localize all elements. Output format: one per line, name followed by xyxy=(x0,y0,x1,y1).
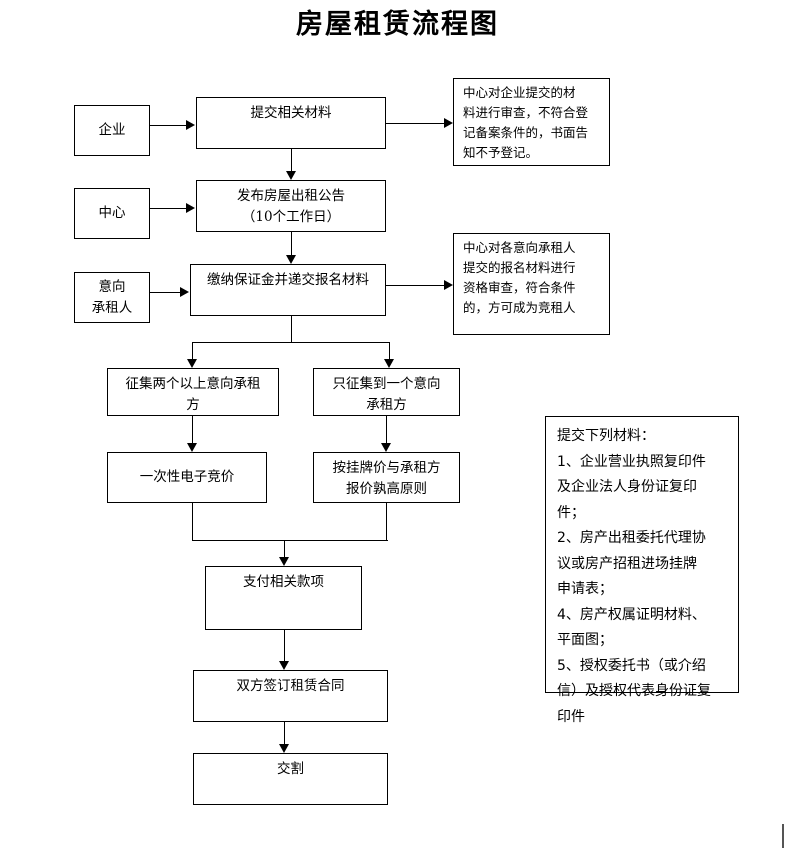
process-box-pay-deposit[interactable]: 缴纳保证金并递交报名材料 xyxy=(190,264,386,316)
connector-branch-single-to-rule xyxy=(386,416,387,443)
process-box-electronic-bidding[interactable]: 一次性电子竞价 xyxy=(107,452,267,503)
arrow-bus-to-branch-single-icon xyxy=(384,359,394,368)
note-box-qualification: 中心对各意向承租人 提交的报名材料进行 资格审查，符合条件 的，方可成为竞租人 xyxy=(453,233,610,335)
process-box-pay-amounts[interactable]: 支付相关款项 xyxy=(205,566,362,630)
arrow-submit-to-review-note-icon xyxy=(444,118,453,128)
connector-contract-to-handover xyxy=(284,722,285,744)
arrow-branch-single-to-rule-icon xyxy=(381,443,391,452)
connector-rule-to-merge xyxy=(386,503,387,540)
arrow-lessee-to-deposit-icon xyxy=(180,287,189,297)
arrow-publish-to-deposit-icon xyxy=(286,255,296,264)
connector-deposit-to-branch-bus xyxy=(291,316,292,342)
arrow-enterprise-to-submit-icon xyxy=(186,120,195,130)
connector-branch-bus xyxy=(192,342,390,343)
connector-pay-to-contract xyxy=(284,630,285,661)
connector-bus-to-branch-multi xyxy=(192,342,193,359)
arrow-contract-to-handover-icon xyxy=(279,744,289,753)
actor-box-enterprise[interactable]: 企业 xyxy=(74,105,150,156)
process-box-sign-contract[interactable]: 双方签订租赁合同 xyxy=(193,670,388,722)
arrow-center-to-publish-icon xyxy=(186,203,195,213)
process-box-branch-multi[interactable]: 征集两个以上意向承租 方 xyxy=(107,368,279,416)
process-box-submit-materials[interactable]: 提交相关材料 xyxy=(196,97,386,149)
process-box-handover[interactable]: 交割 xyxy=(193,753,388,805)
connector-lessee-to-deposit xyxy=(150,292,180,293)
process-box-branch-single[interactable]: 只征集到一个意向 承租方 xyxy=(313,368,460,416)
arrow-pay-to-contract-icon xyxy=(279,661,289,670)
arrow-branch-multi-to-bidding-icon xyxy=(187,443,197,452)
arrow-merge-to-pay-icon xyxy=(279,557,289,566)
arrow-submit-to-publish-icon xyxy=(286,171,296,180)
connector-submit-to-review-note xyxy=(386,123,444,124)
connector-deposit-to-qualification-note xyxy=(386,285,444,286)
process-box-publish-notice[interactable]: 发布房屋出租公告 （10个工作日） xyxy=(196,180,386,232)
text-cursor-caret xyxy=(782,824,784,848)
actor-box-intended-lessee[interactable]: 意向 承租人 xyxy=(74,272,150,323)
arrow-deposit-to-qualification-note-icon xyxy=(444,280,453,290)
connector-submit-to-publish xyxy=(291,149,292,171)
arrow-bus-to-branch-multi-icon xyxy=(187,359,197,368)
materials-list-panel: 提交下列材料： 1、企业营业执照复印件 及企业法人身份证复印 件； 2、房产出租… xyxy=(545,416,739,725)
connector-bidding-to-merge xyxy=(192,503,193,540)
process-box-listing-price-rule[interactable]: 按挂牌价与承租方 报价孰高原则 xyxy=(313,452,460,503)
connector-merge-bus xyxy=(192,540,388,541)
actor-box-center[interactable]: 中心 xyxy=(74,188,150,239)
connector-bus-to-branch-single xyxy=(389,342,390,359)
page-title: 房屋租赁流程图 xyxy=(296,9,499,40)
connector-branch-multi-to-bidding xyxy=(192,416,193,443)
note-box-review: 中心对企业提交的材 料进行审查，不符合登 记备案条件的，书面告 知不予登记。 xyxy=(453,78,610,166)
connector-enterprise-to-submit xyxy=(150,125,186,126)
connector-publish-to-deposit xyxy=(291,232,292,255)
connector-merge-to-pay xyxy=(284,540,285,557)
connector-center-to-publish xyxy=(150,208,186,209)
